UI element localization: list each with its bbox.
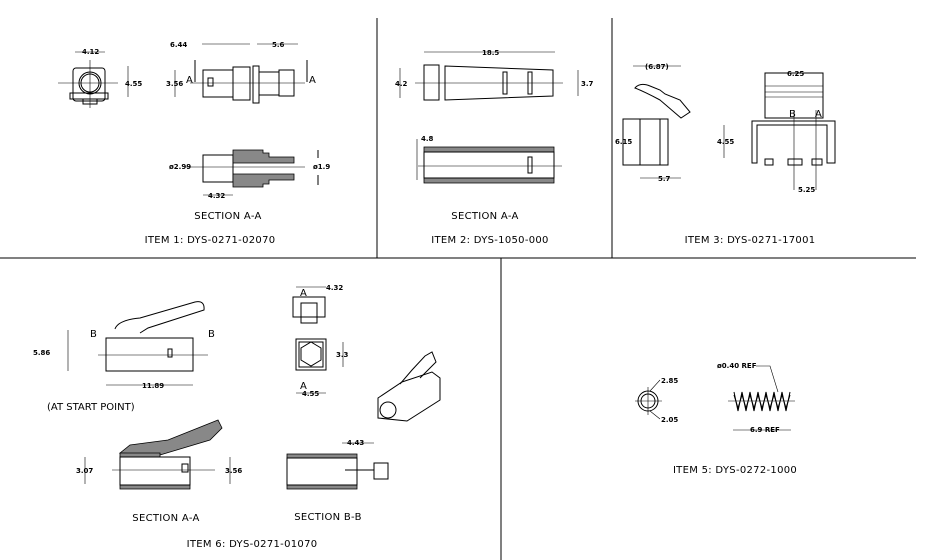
dim-item6-slot: 4.43 [347,439,364,447]
dim-item2-d3: 4.8 [421,135,434,143]
item5-caption: ITEM 5: DYS-0272-1000 [673,465,797,476]
item6-note: (AT START POINT) [47,402,135,413]
item1-caption: ITEM 1: DYS-0271-02070 [145,235,276,246]
dim-item1-len2: 5.6 [272,41,285,49]
dim-item1-len1: 6.44 [170,41,187,49]
dim-item3-width: 6.25 [787,70,804,78]
item3-caption: ITEM 3: DYS-0271-17001 [685,235,816,246]
cut-label-b-left: B [90,329,97,340]
panel-dividers [0,18,916,560]
dim-item1-od: ø2.99 [169,163,191,171]
item6-caption: ITEM 6: DYS-0271-01070 [187,539,318,550]
dim-item3-base: 5.7 [658,175,671,183]
dim-item1-dia: 3.56 [166,80,183,88]
item-2-drawing [399,51,579,184]
dim-item6-width-top: 4.32 [326,284,343,292]
item-5-drawing [635,365,795,431]
dim-item1-width: 4.12 [82,48,99,56]
cut-label-a-top: A [300,288,307,299]
cut-label-a-right: A [309,75,316,86]
dim-item6-d2: 3.56 [225,467,242,475]
cut-label-a-bottom: A [300,381,307,392]
cut-label-b-right: B [208,329,215,340]
dim-item1-height: 4.55 [125,80,142,88]
dim-item5-id: 2.05 [661,416,678,424]
item6-section-b-title: SECTION B-B [294,512,362,523]
dim-item3-h2: 4.55 [717,138,734,146]
item2-section-title: SECTION A-A [451,211,518,222]
item1-section-title: SECTION A-A [194,211,261,222]
dim-item6-length: 11.89 [142,382,164,390]
dim-item6-height: 5.86 [33,349,50,357]
dim-item6-square: 3.3 [336,351,349,359]
dim-item6-d1: 3.07 [76,467,93,475]
cut-label-b: B [789,109,796,120]
dim-item1-id: ø1.9 [313,163,330,171]
dim-item2-length: 18.5 [482,49,499,57]
dim-item6-width-bottom: 4.55 [302,390,319,398]
cut-label-a-left: A [186,75,193,86]
item-1-drawing [58,43,319,196]
dim-item1-depth: 4.32 [208,192,225,200]
item6-section-a-title: SECTION A-A [132,513,199,524]
item-6-drawing [67,286,441,490]
cut-label-a: A [815,109,822,120]
item-3-drawing [622,65,836,190]
dim-item3-pitch: 5.25 [798,186,815,194]
dim-item3-reach: (6.87) [645,63,669,71]
dim-item5-od: 2.85 [661,377,678,385]
item2-caption: ITEM 2: DYS-1050-000 [431,235,548,246]
dim-item3-height: 6.15 [615,138,632,146]
dim-item2-d1: 4.2 [395,80,408,88]
dim-item5-wire: ø0.40 REF [717,362,757,370]
dim-item2-d2: 3.7 [581,80,594,88]
dim-item5-length: 6.9 REF [750,426,780,434]
